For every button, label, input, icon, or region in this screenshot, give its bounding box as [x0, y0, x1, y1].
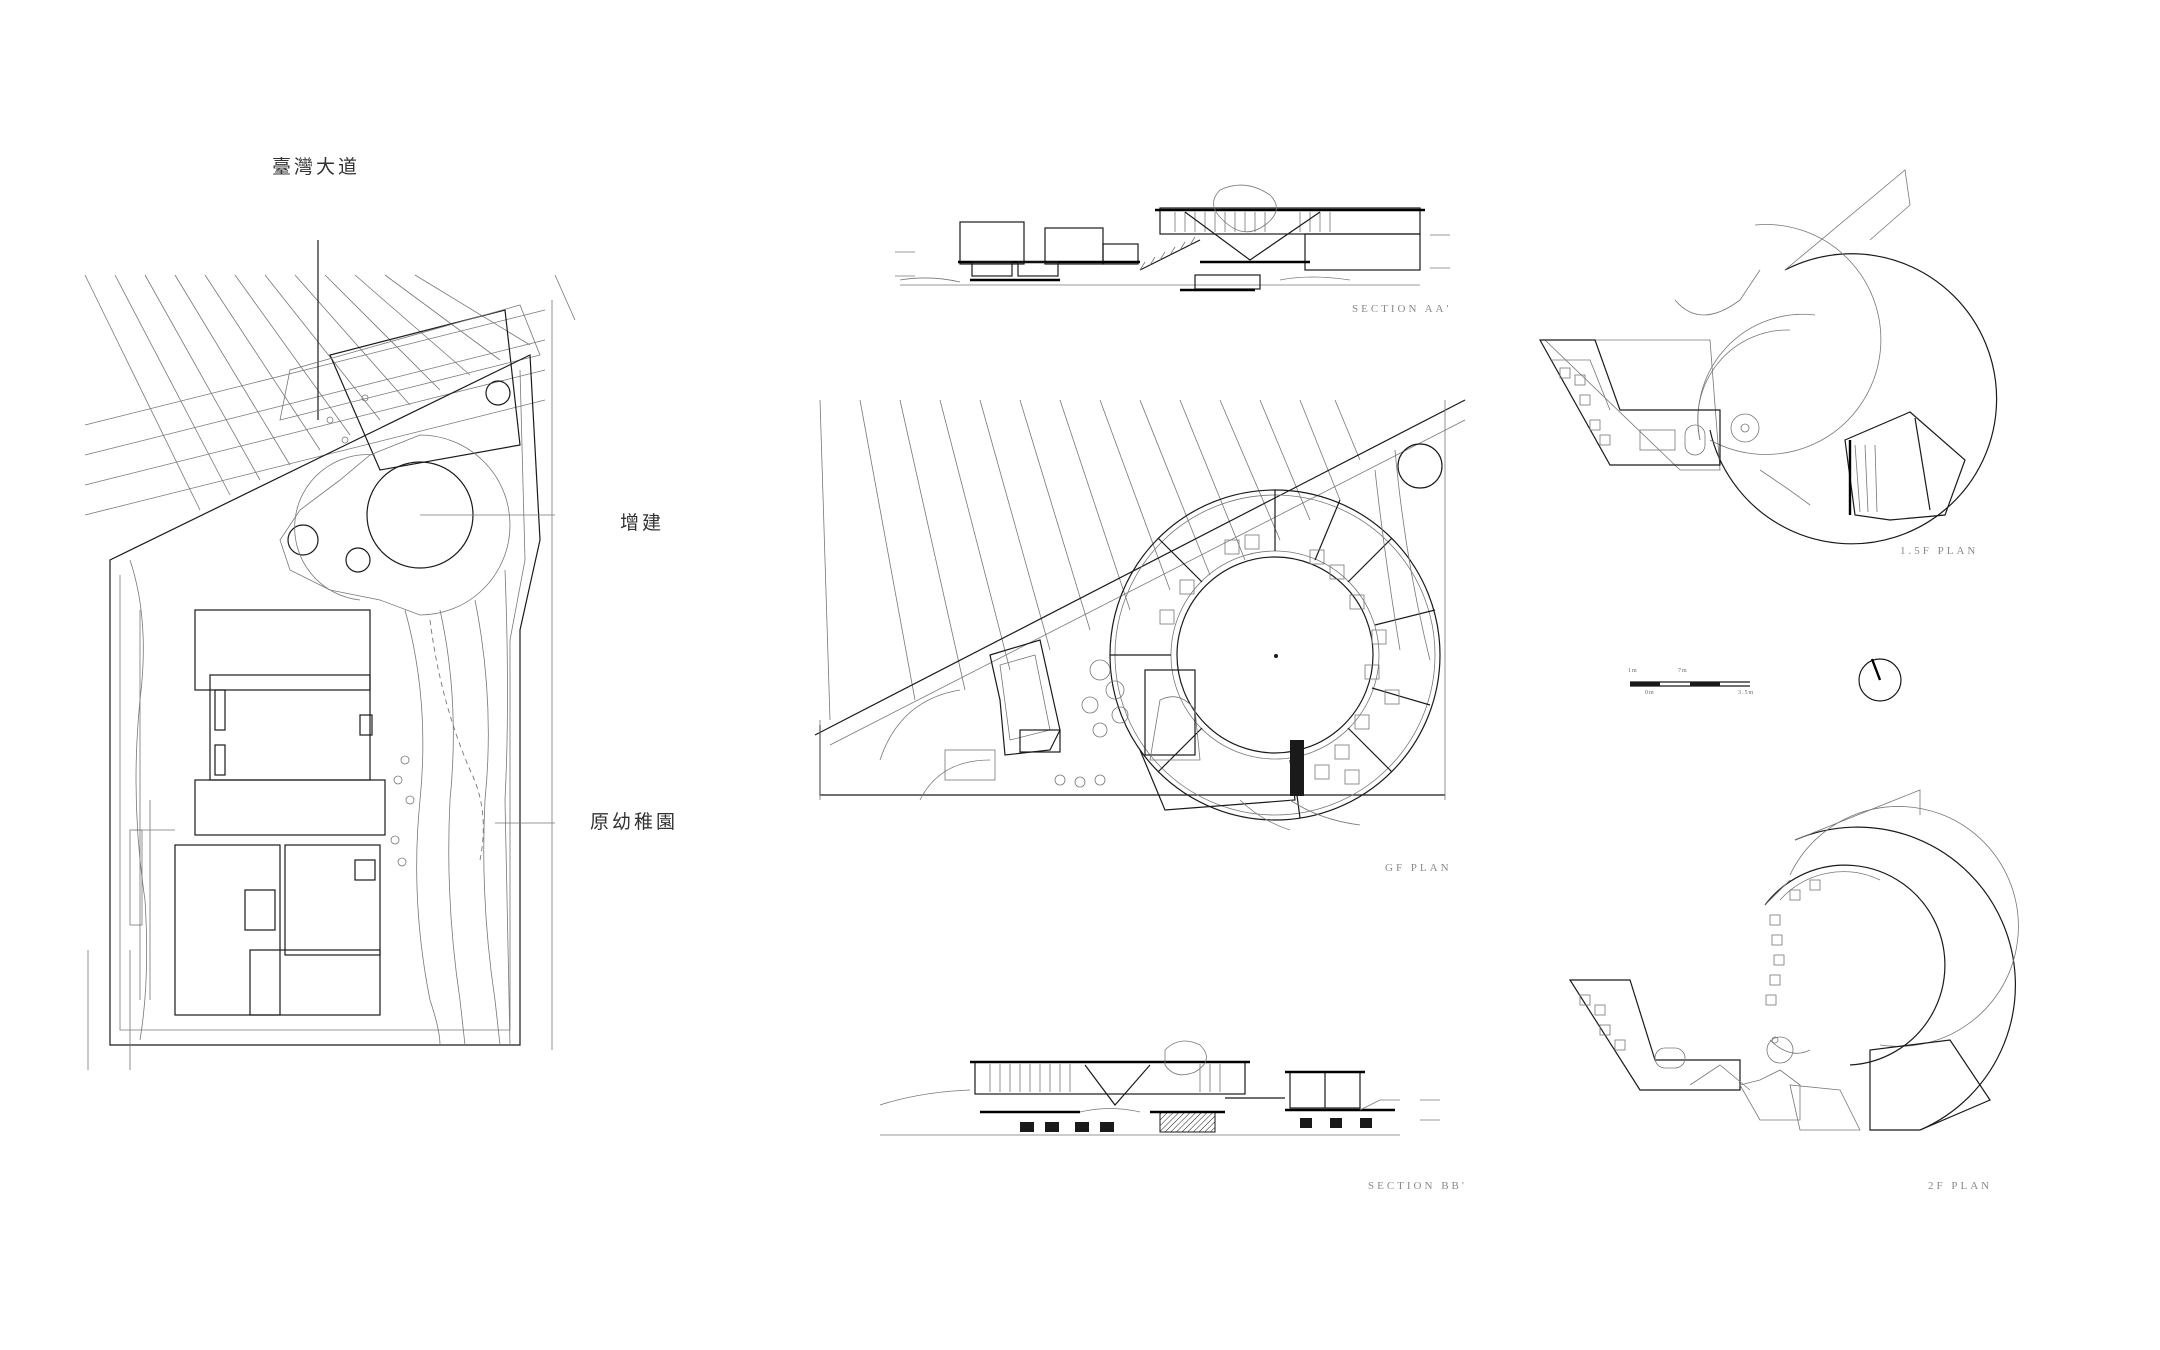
section-bb	[879, 1040, 1440, 1136]
existing-kindergarten	[174, 609, 386, 1016]
plan-15f-title: 1.5F PLAN	[1900, 545, 1979, 557]
plan-2f	[1568, 789, 2019, 1131]
gf-plan-title: GF PLAN	[1385, 862, 1452, 874]
section-aa-title: SECTION AA'	[1352, 303, 1452, 315]
gf-trees	[1054, 659, 1129, 788]
scale-tick-7m: 7m	[1678, 668, 1688, 674]
plan-2f-title: 2F PLAN	[1928, 1180, 1993, 1192]
road-strips	[84, 274, 576, 516]
plan-15f	[1538, 169, 1998, 545]
ring-building	[1109, 489, 1441, 821]
section-aa	[895, 184, 1450, 292]
gf-plan	[814, 399, 1466, 831]
scale-bar	[1630, 681, 1750, 687]
extension-footprint	[279, 380, 511, 616]
original-kindergarten-label: 原幼稚園	[590, 811, 679, 833]
extension-label: 增建	[620, 512, 665, 534]
road-label: 臺灣大道	[272, 156, 361, 178]
furniture	[1159, 534, 1400, 785]
scale-tick-0m: 0m	[1645, 690, 1655, 696]
site-plan	[84, 240, 576, 1070]
scale-tick-3-5m: 3.5m	[1738, 690, 1755, 696]
north-arrow-icon	[1858, 658, 1902, 702]
section-bb-title: SECTION BB'	[1368, 1180, 1467, 1192]
site-tree-marks	[326, 394, 415, 867]
scale-tick-1m: 1m	[1628, 668, 1638, 674]
contour-lines	[129, 559, 511, 1046]
